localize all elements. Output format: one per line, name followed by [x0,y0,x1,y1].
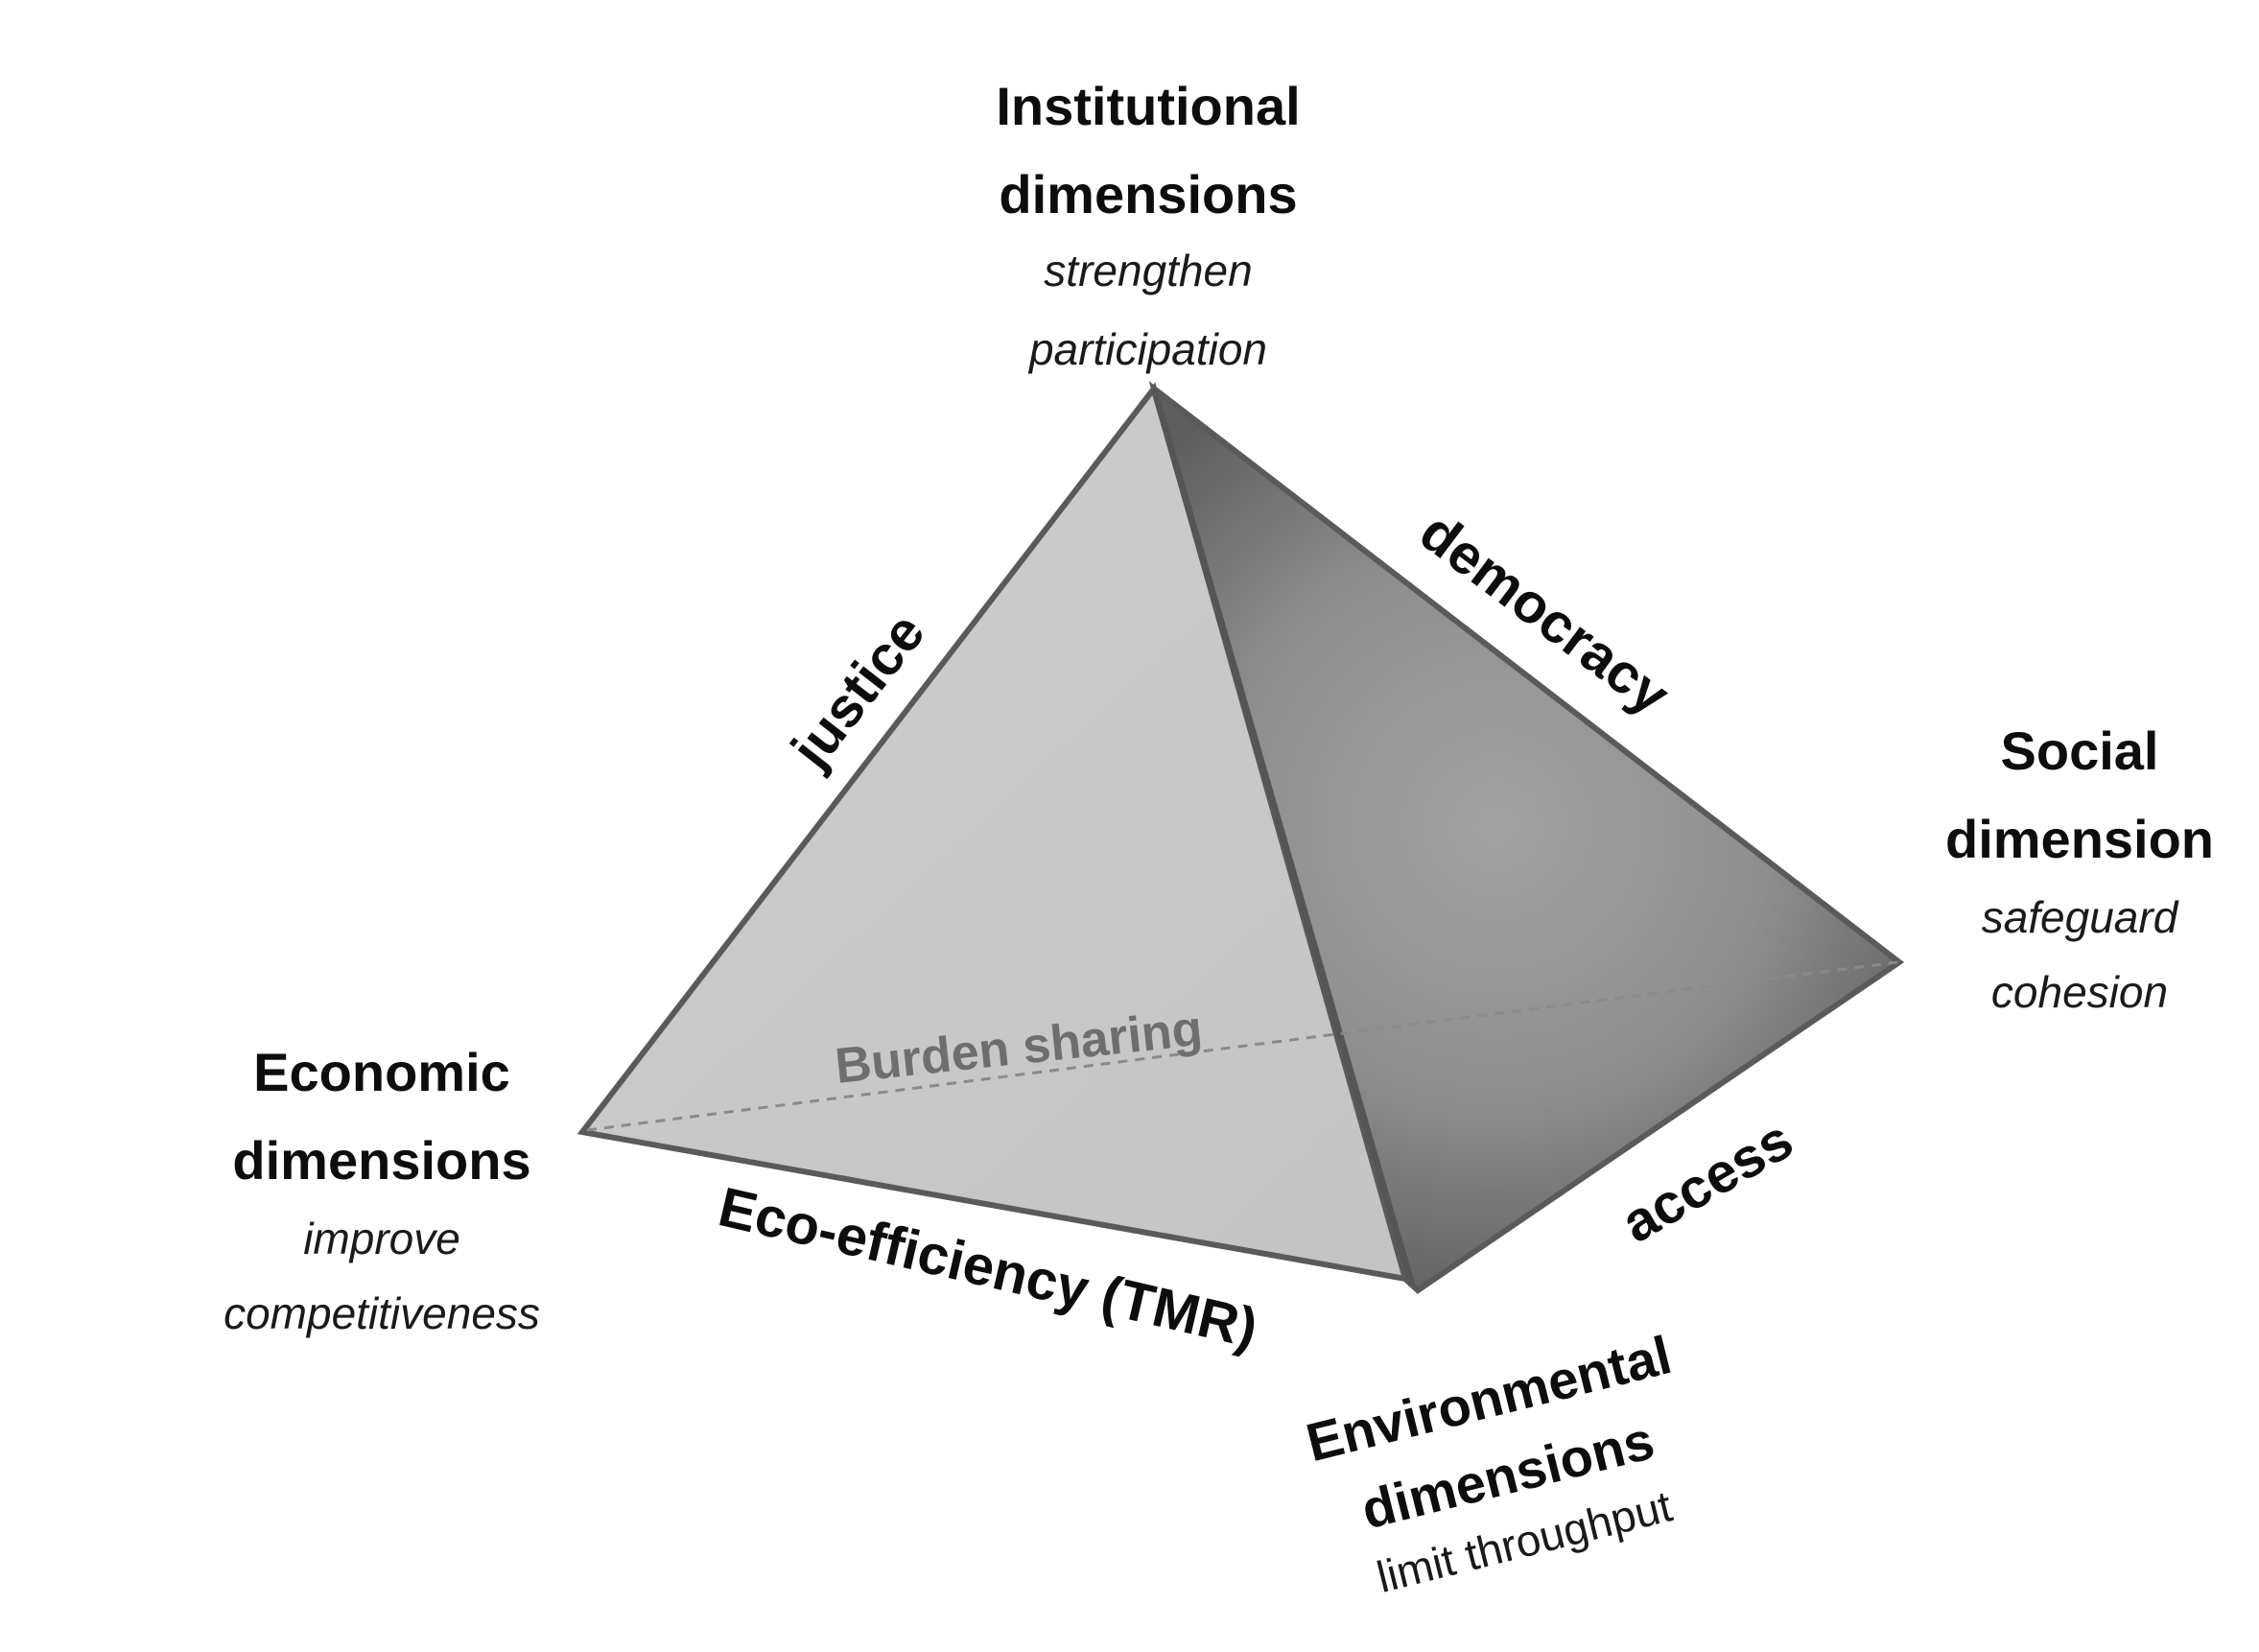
social-title-line2: dimension [1944,809,2215,869]
social-title-line1: Social [2000,720,2159,781]
vertex-label-institutional: Institutional dimensions strengthen part… [996,76,1301,374]
institutional-goal-line1: strengthen [1044,246,1253,295]
institutional-title-line1: Institutional [996,76,1301,136]
social-goal-line1: safeguard [1981,892,2178,942]
social-goal-line2: cohesion [1990,967,2169,1017]
institutional-title-line2: dimensions [999,164,1298,224]
institutional-goal-line2: participation [1028,324,1268,374]
economic-goal-line1: improve [303,1214,460,1263]
economic-title-line1: Economic [253,1042,510,1102]
vertex-label-economic: Economic dimensions improve competitiven… [224,1042,540,1338]
economic-goal-line2: competitiveness [224,1288,540,1338]
vertex-label-social: Social dimension safeguard cohesion [1944,720,2215,1017]
hidden-edge-dashed [586,960,1898,1132]
economic-title-line2: dimensions [232,1130,531,1191]
ridge-edge [1150,388,1416,1286]
